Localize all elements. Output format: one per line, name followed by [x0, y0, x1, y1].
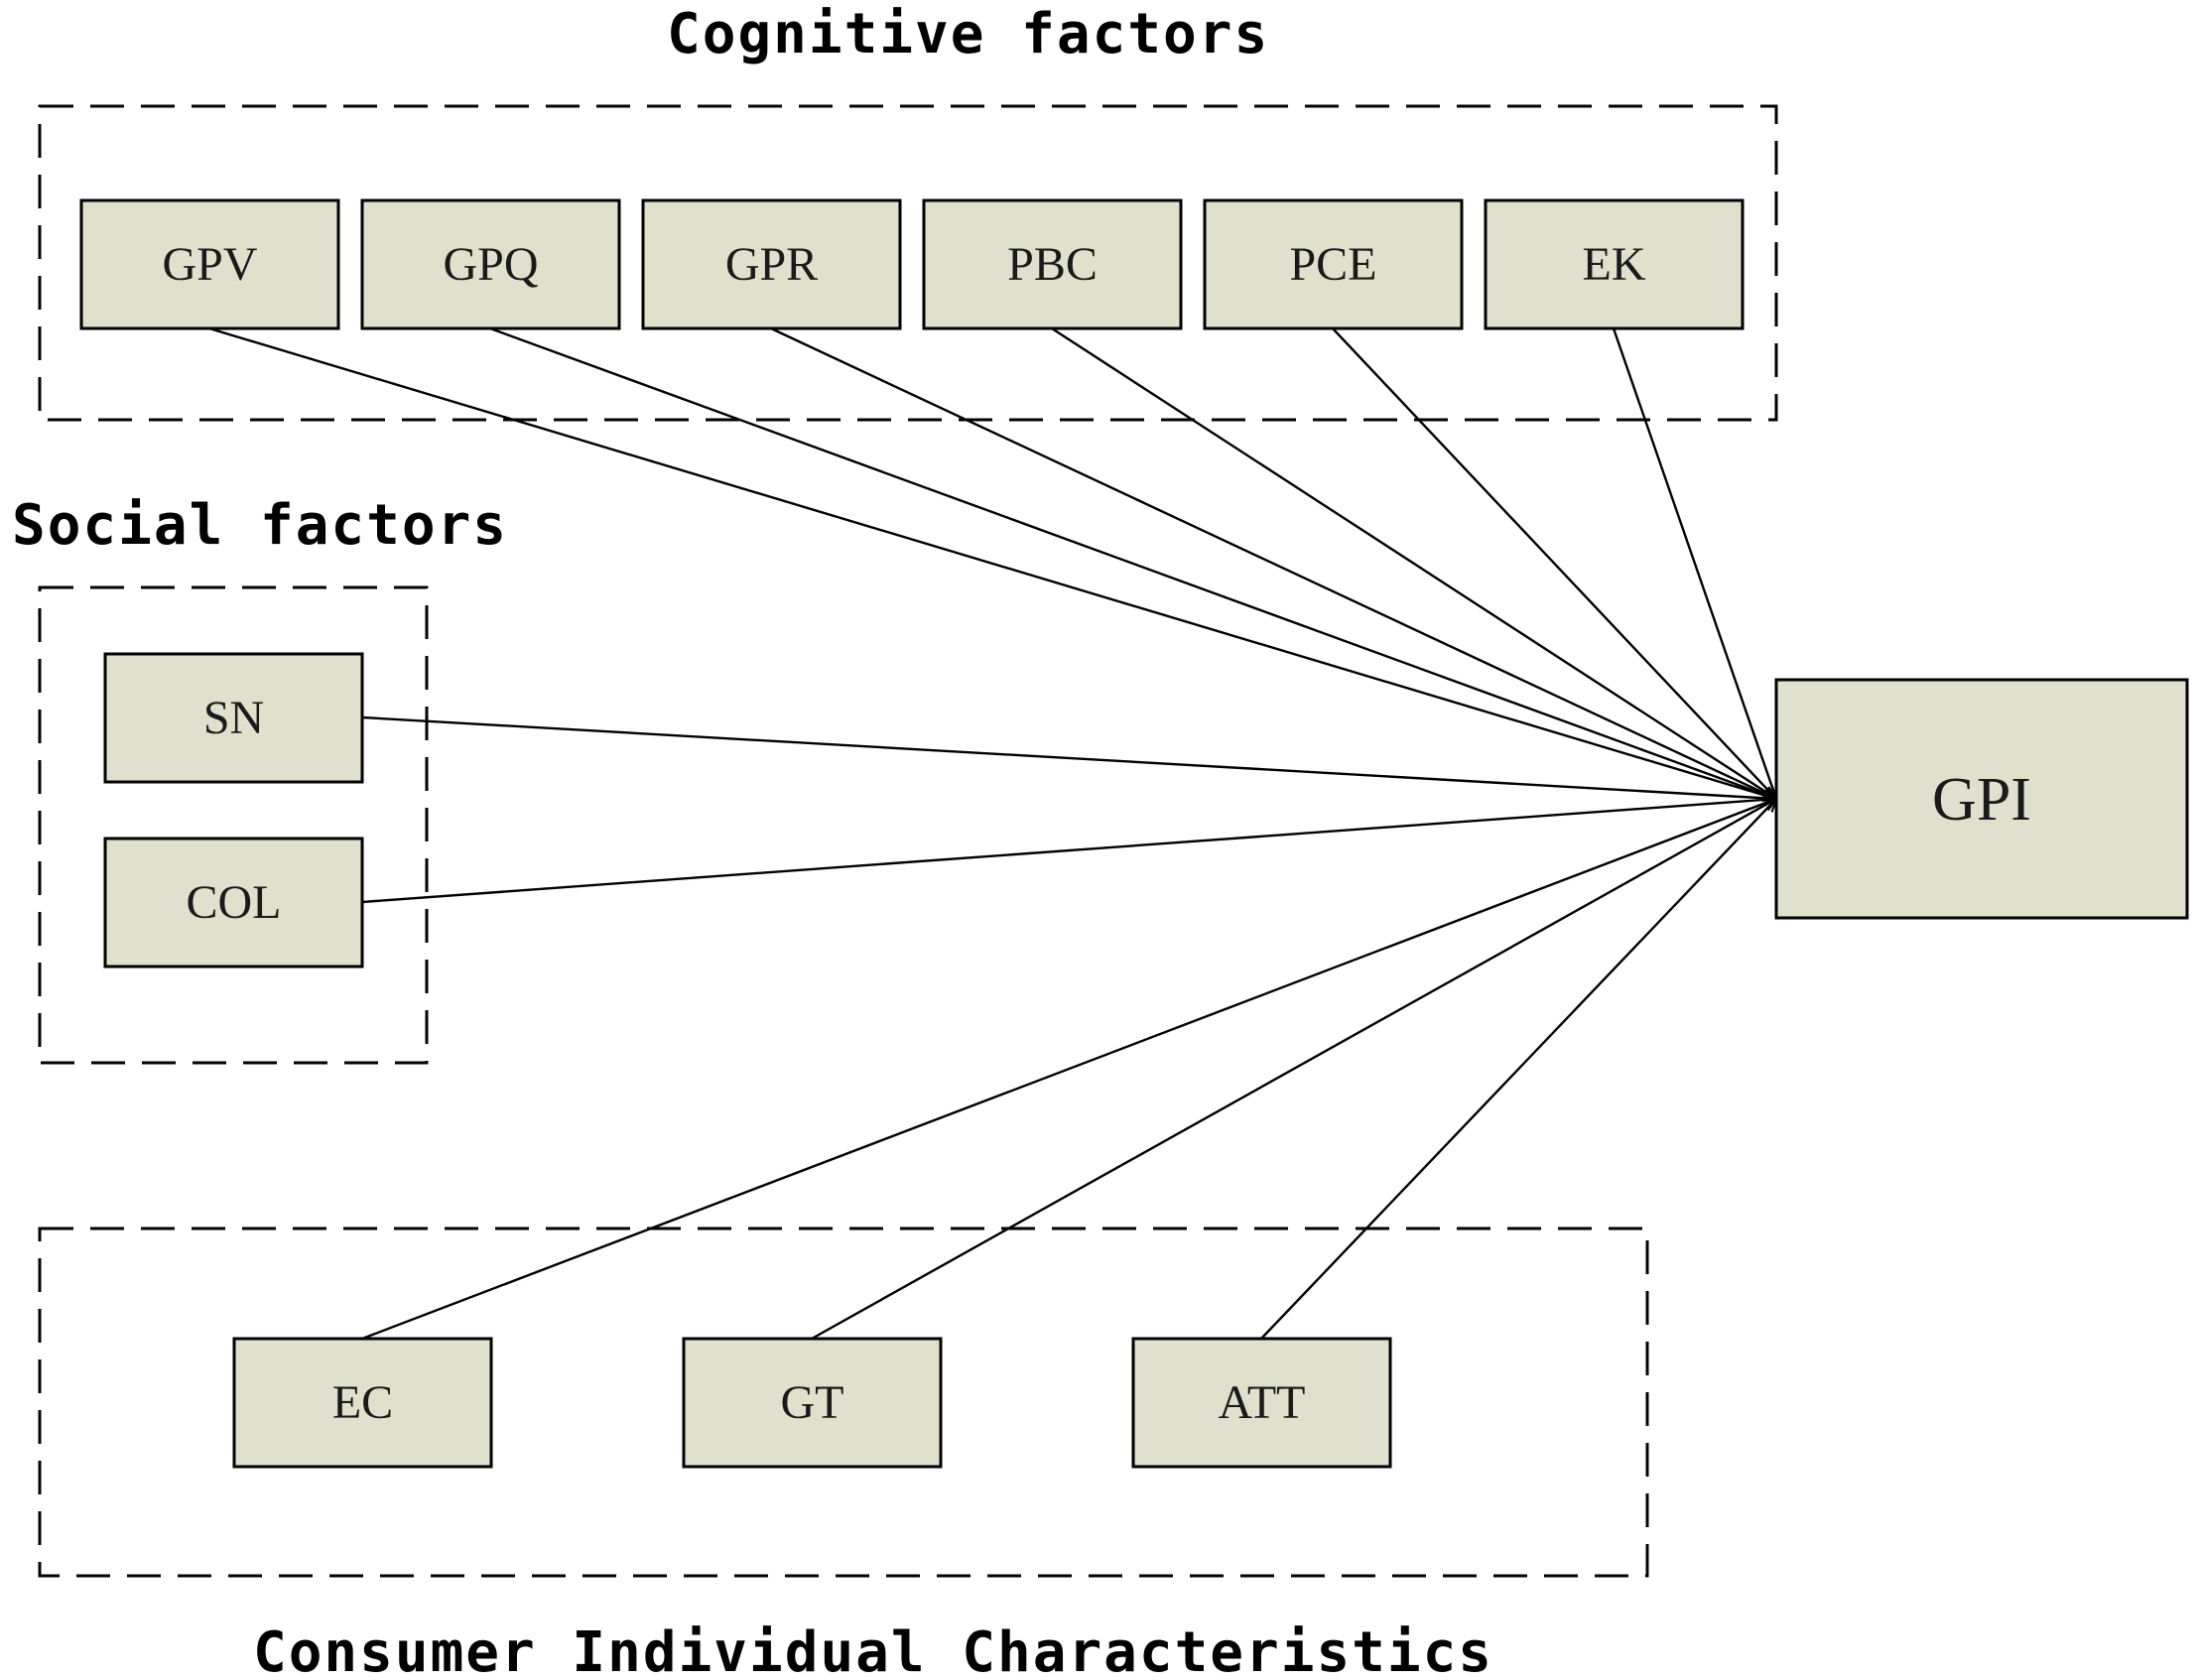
edge-pce-to-gpi	[1332, 327, 1776, 799]
node-pce: PCE	[1203, 198, 1464, 330]
node-sn-label: SN	[203, 692, 264, 744]
node-gpv-box	[79, 198, 340, 330]
node-pbc-box	[922, 198, 1183, 330]
node-att-box	[1131, 1337, 1392, 1469]
social-factors-frame	[38, 585, 429, 1065]
node-ek-box	[1484, 198, 1745, 330]
edge-ek-to-gpi	[1612, 327, 1776, 799]
node-gpq-box	[360, 198, 621, 330]
node-gpq-label: GPQ	[443, 238, 538, 291]
node-gpq: GPQ	[360, 198, 621, 330]
node-gpr-label: GPR	[725, 238, 818, 291]
node-ec-box	[232, 1337, 493, 1469]
edge-gpv-to-gpi	[208, 326, 1776, 799]
cognitive-factors-title: Cognitive factors	[667, 2, 1269, 66]
node-gt-label: GT	[781, 1376, 844, 1429]
edge-layer	[208, 326, 1776, 1341]
individual-characteristics-frame	[38, 1227, 1649, 1578]
node-gt: GT	[682, 1337, 943, 1469]
individual-characteristics-title: Consumer Individual Characteristics	[253, 1620, 1493, 1680]
edge-gpr-to-gpi	[770, 326, 1776, 799]
node-col-label: COL	[187, 876, 282, 929]
node-att: ATT	[1131, 1337, 1392, 1469]
node-gpr: GPR	[641, 198, 902, 330]
node-ec-label: EC	[332, 1376, 393, 1429]
node-sn-box	[103, 652, 364, 784]
node-ek: EK	[1484, 198, 1745, 330]
node-gpv-label: GPV	[162, 238, 257, 291]
social-factors-title: Social factors	[12, 493, 508, 558]
node-col-box	[103, 837, 364, 969]
node-col: COL	[103, 837, 364, 969]
node-pbc: PBC	[922, 198, 1183, 330]
node-att-label: ATT	[1219, 1376, 1306, 1429]
node-sn: SN	[103, 652, 364, 784]
node-gpi-box	[1774, 678, 2189, 920]
node-gpi: GPI	[1774, 678, 2189, 920]
edge-gt-to-gpi	[811, 799, 1776, 1341]
node-gt-box	[682, 1337, 943, 1469]
node-gpv: GPV	[79, 198, 340, 330]
edge-col-to-gpi	[361, 799, 1776, 904]
edge-att-to-gpi	[1260, 799, 1776, 1340]
cognitive-factors-frame	[38, 104, 1778, 422]
node-pce-label: PCE	[1289, 238, 1376, 291]
node-gpi-label: GPI	[1932, 766, 2031, 834]
node-ec: EC	[232, 1337, 493, 1469]
edge-sn-to-gpi	[361, 715, 1776, 799]
node-pbc-label: PBC	[1007, 238, 1098, 291]
edge-ec-to-gpi	[361, 799, 1776, 1341]
edge-pbc-to-gpi	[1051, 326, 1776, 799]
node-gpr-box	[641, 198, 902, 330]
node-ek-label: EK	[1583, 238, 1646, 291]
node-pce-box	[1203, 198, 1464, 330]
edge-gpq-to-gpi	[489, 326, 1776, 799]
